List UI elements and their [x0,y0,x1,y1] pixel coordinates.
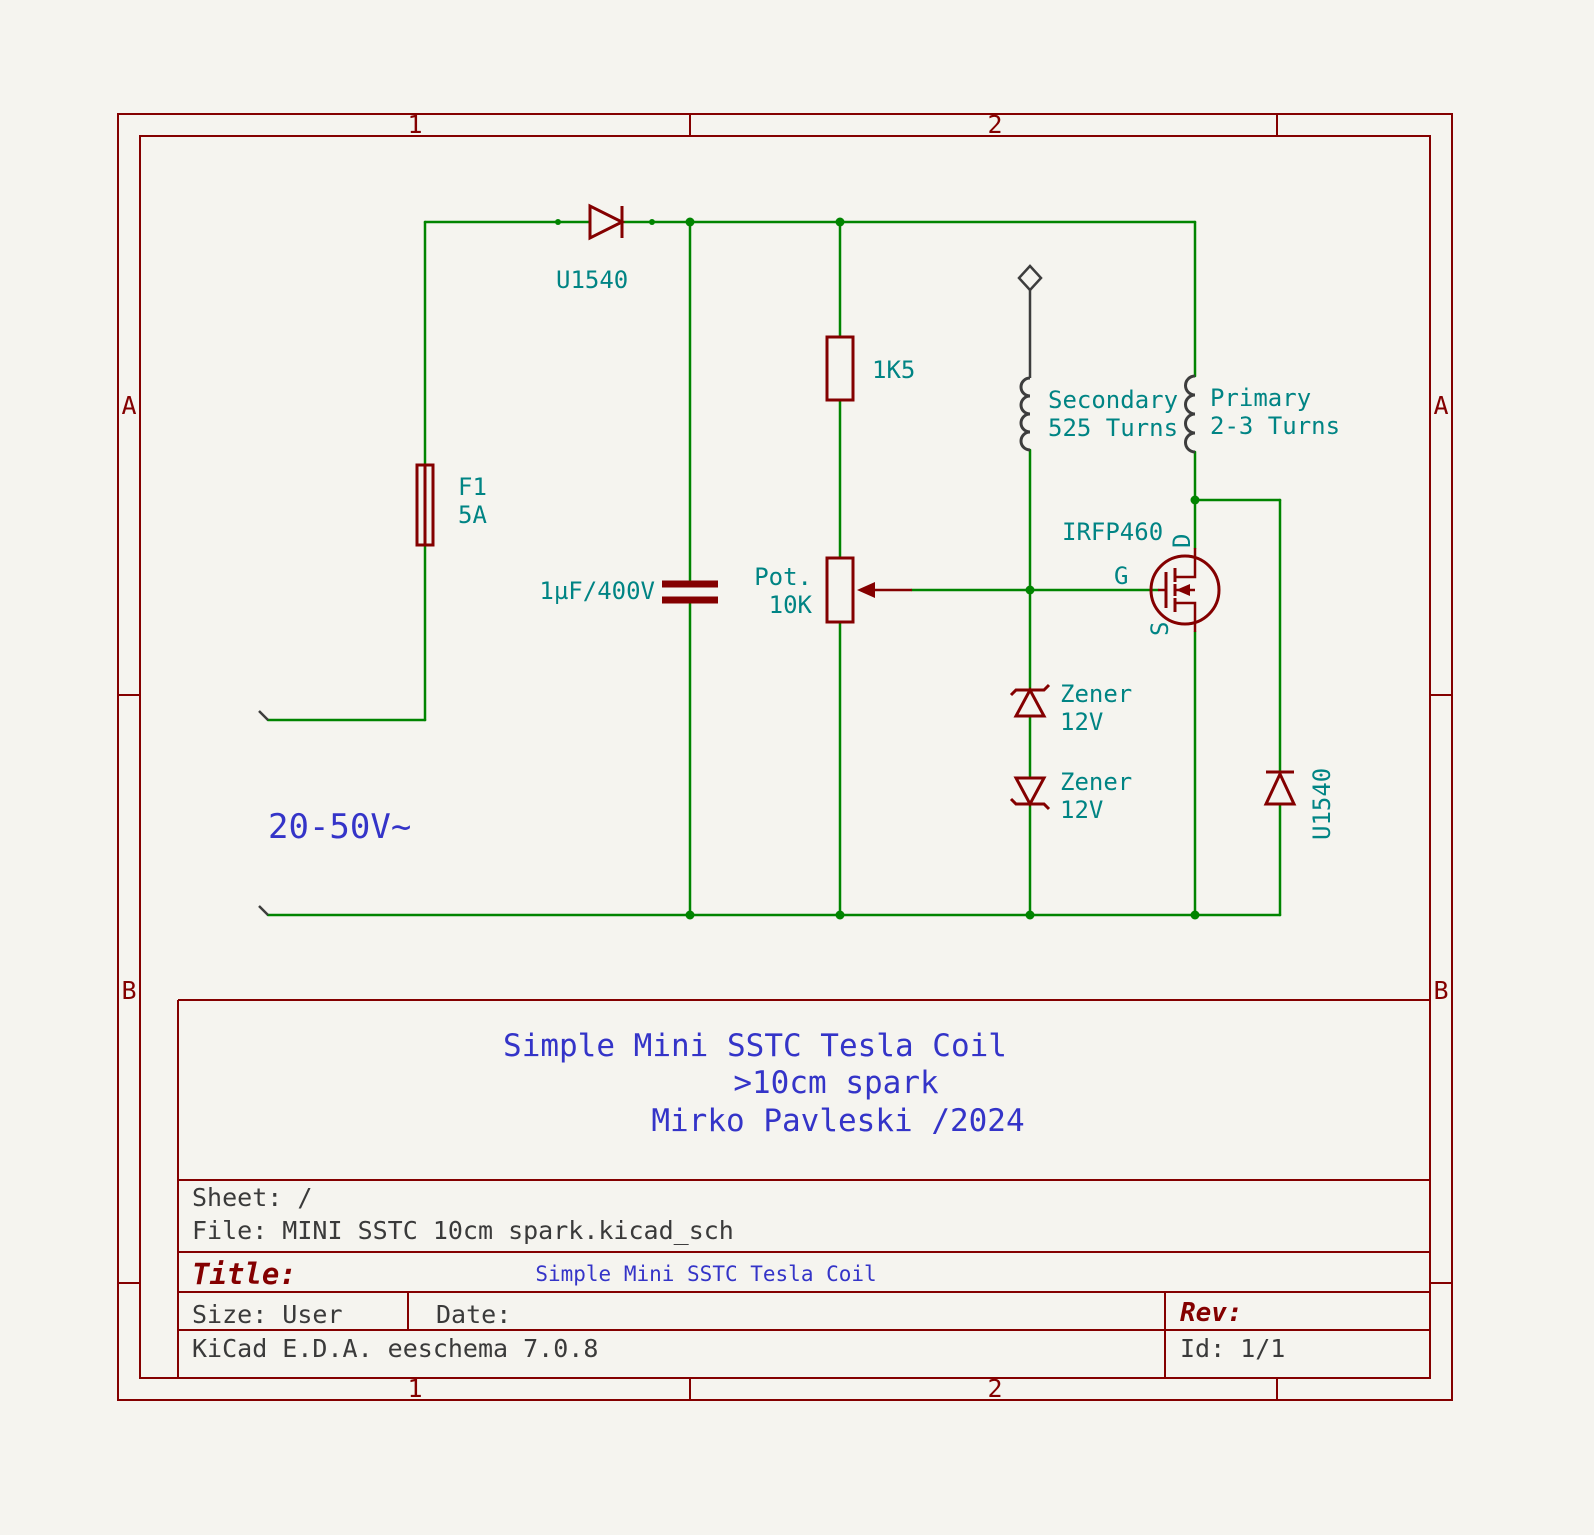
component-mosfet[interactable]: IRFP460 G D S [1062,518,1221,636]
right-diode-value-label[interactable]: U1540 [1308,768,1336,840]
pin-end-dot [555,219,561,225]
resistor-symbol[interactable] [825,335,855,402]
top-diode-value-label[interactable]: U1540 [556,266,628,294]
mosfet-source-pin-label: S [1146,622,1174,636]
junction-dot [1025,585,1035,595]
component-potentiometer[interactable]: Pot. 10K [754,556,912,624]
sheet-id-field: Id: 1/1 [1180,1334,1285,1363]
pin-end-dot [649,219,655,225]
mosfet-gate-pin-label: G [1114,562,1128,590]
frame-col-label: 2 [987,110,1002,139]
pot-value-label[interactable]: 10K [769,591,813,619]
frame-row-label: B [1433,976,1448,1005]
terminal-diamond-icon [1017,264,1043,292]
junction-dot [685,910,695,920]
component-secondary-coil[interactable]: Secondary 525 Turns [1017,264,1178,452]
zener-top-label-line2[interactable]: 12V [1060,708,1103,736]
file-field: File: MINI SSTC 10cm spark.kicad_sch [192,1216,734,1245]
size-field: Size: User [192,1300,343,1329]
junction-dot [835,910,845,920]
diode-symbol[interactable] [1263,770,1297,806]
rev-field-label: Rev: [1180,1298,1243,1328]
sheet-field: Sheet: / [192,1183,312,1212]
wire-end-marker [258,710,269,721]
fuse-value-label[interactable]: 5A [458,501,487,529]
zener-top-label-line1[interactable]: Zener [1060,680,1132,708]
primary-label-line1[interactable]: Primary [1210,384,1311,412]
primary-label-line2[interactable]: 2-3 Turns [1210,412,1340,440]
component-top-diode[interactable]: U1540 [556,203,628,294]
junction-dot [1025,910,1035,920]
mosfet-value-label[interactable]: IRFP460 [1062,518,1163,546]
mosfet-body-circle[interactable] [1149,554,1221,626]
date-field: Date: [436,1300,511,1329]
frame-row-label: B [121,976,136,1005]
title-field-value: Simple Mini SSTC Tesla Coil [535,1262,876,1286]
zener-symbol[interactable] [1013,776,1047,808]
mosfet-body-arrow [1176,584,1190,596]
mosfet-source-path [1175,601,1197,632]
sheet-frame: 1 2 1 2 A A B B [117,110,1453,1403]
frame-row-label: A [121,391,136,420]
resistor-value-label[interactable]: 1K5 [872,356,915,384]
secondary-label-line2[interactable]: 525 Turns [1048,414,1178,442]
comment-line-2: >10cm spark [733,1065,939,1101]
comment-line-1: Simple Mini SSTC Tesla Coil [503,1028,1007,1064]
component-primary-coil[interactable]: Primary 2-3 Turns [1184,374,1341,454]
frame-row-label: A [1433,391,1448,420]
frame-inner-border [139,135,1431,1379]
component-fuse[interactable]: F1 5A [415,463,487,547]
component-right-diode[interactable]: U1540 [1263,768,1336,840]
wires[interactable] [258,220,1282,917]
junction-dot [1190,910,1200,920]
zener-bottom-label-line1[interactable]: Zener [1060,768,1132,796]
junction-dot [835,217,845,227]
capacitor-value-label[interactable]: 1µF/400V [539,577,655,605]
fuse-ref-label[interactable]: F1 [458,473,487,501]
mosfet-drain-path [1175,548,1197,579]
frame-col-label: 1 [407,110,422,139]
zener-cathode-bar[interactable] [1009,797,1051,811]
frame-outer-border [117,113,1453,1401]
component-zener-top[interactable]: Zener 12V [1009,680,1132,736]
pot-name-label[interactable]: Pot. [754,563,812,591]
secondary-coil-symbol[interactable] [1019,376,1031,452]
title-field-label: Title: [192,1257,297,1291]
zener-symbol[interactable] [1013,686,1047,718]
junction-dot [685,217,695,227]
frame-col-label: 2 [987,1374,1002,1403]
title-block: Simple Mini SSTC Tesla Coil >10cm spark … [177,999,1430,1378]
pot-body[interactable] [825,556,855,624]
comment-line-3: Mirko Pavleski /2024 [651,1103,1024,1139]
zener-cathode-bar[interactable] [1009,683,1051,697]
wire-end-marker [258,905,269,916]
generator-field: KiCad E.D.A. eeschema 7.0.8 [192,1334,598,1363]
pot-wiper-arrow[interactable] [857,582,875,598]
zener-bottom-label-line2[interactable]: 12V [1060,796,1103,824]
secondary-label-line1[interactable]: Secondary [1048,386,1178,414]
mosfet-drain-pin-label: D [1168,534,1196,548]
diode-symbol[interactable] [588,203,626,241]
component-capacitor[interactable]: 1µF/400V [539,577,718,605]
primary-coil-symbol[interactable] [1184,374,1196,454]
component-zener-bottom[interactable]: Zener 12V [1009,768,1132,824]
frame-col-label: 1 [407,1374,422,1403]
supply-voltage-note[interactable]: 20-50V~ [268,807,411,847]
component-resistor[interactable]: 1K5 [825,335,915,402]
junctions [555,217,1200,920]
junction-dot [1190,495,1200,505]
